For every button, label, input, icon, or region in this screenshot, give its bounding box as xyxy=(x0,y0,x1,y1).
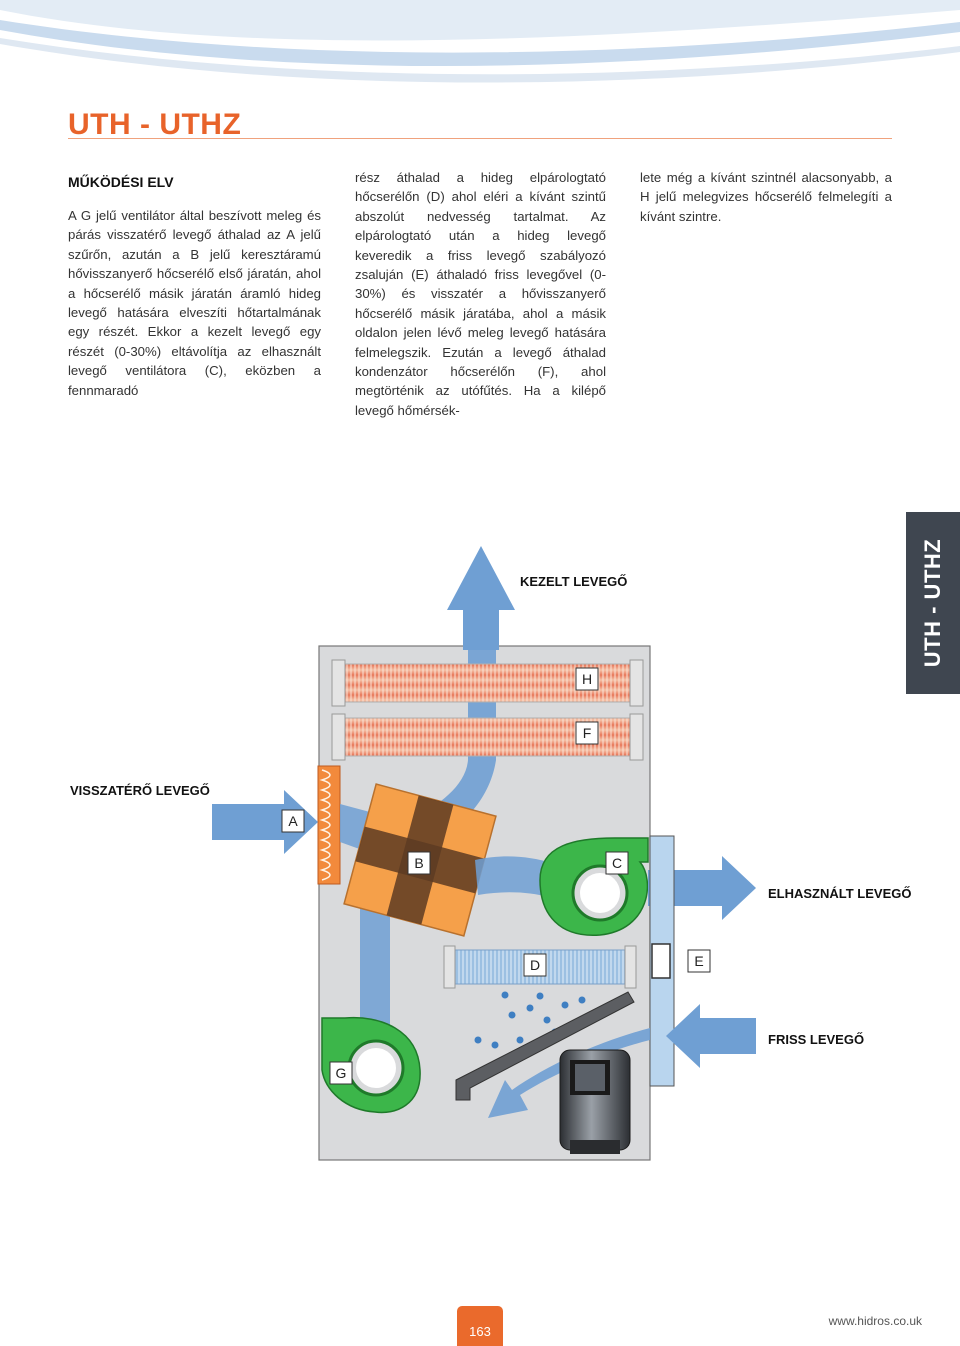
internal-flow-down xyxy=(360,890,390,1030)
label-a: A xyxy=(288,813,298,829)
body-column-1: A G jelű ventilátor által beszívott mele… xyxy=(68,206,321,400)
fresh-air-arrow xyxy=(666,1004,756,1068)
label-h: H xyxy=(582,671,592,687)
fresh-air-label: FRISS LEVEGŐ xyxy=(768,1032,864,1047)
heater-h-frame-right xyxy=(629,659,644,707)
operating-diagram: H F A B C D E G KEZELT LEVEGŐ VISSZATÉRŐ… xyxy=(70,546,911,1161)
body-text-2: rész áthalad a hideg elpárologtató hőcse… xyxy=(355,170,606,418)
header-swoosh xyxy=(0,0,960,83)
side-tab: UTH - UTHZ xyxy=(906,512,960,694)
filter-a-pleats xyxy=(319,769,331,881)
condenser-f-frame-left xyxy=(331,713,346,761)
page-number-tab: 163 xyxy=(457,1306,503,1346)
heater-h-frame-left xyxy=(331,659,346,707)
body-column-3: lete még a kívánt szintnél alacsonyabb, … xyxy=(640,168,892,226)
label-e: E xyxy=(694,953,703,969)
label-c: C xyxy=(612,855,622,871)
body-text-3: lete még a kívánt szintnél alacsonyabb, … xyxy=(640,170,892,224)
treated-air-label: KEZELT LEVEGŐ xyxy=(520,574,627,589)
compressor xyxy=(559,1049,631,1154)
page-number: 163 xyxy=(469,1324,491,1339)
section-heading: MŰKÖDÉSI ELV xyxy=(68,174,174,190)
label-b: B xyxy=(414,855,423,871)
page-title: UTH - UTHZ xyxy=(68,108,242,141)
footer-url[interactable]: www.hidros.co.uk xyxy=(828,1314,922,1328)
drip-tray xyxy=(455,991,635,1101)
title-divider xyxy=(68,138,892,139)
evaporator-d-frame-right xyxy=(624,945,637,989)
condenser-f-frame-right xyxy=(629,713,644,761)
treated-air-arrow xyxy=(447,546,515,650)
component-labels xyxy=(281,667,711,1085)
return-air-label: VISSZATÉRŐ LEVEGŐ xyxy=(70,783,210,798)
body-text-1: A G jelű ventilátor által beszívott mele… xyxy=(68,208,321,398)
damper-e xyxy=(651,943,671,979)
body-column-2: rész áthalad a hideg elpárologtató hőcse… xyxy=(355,168,606,420)
label-d: D xyxy=(530,957,540,973)
evaporator-d-frame-left xyxy=(443,945,456,989)
label-g: G xyxy=(336,1065,347,1081)
exhaust-air-arrow xyxy=(648,856,756,920)
return-air-arrow xyxy=(212,790,318,854)
exhaust-air-label: ELHASZNÁLT LEVEGŐ xyxy=(768,886,911,901)
label-f: F xyxy=(583,725,592,741)
fan-c xyxy=(539,837,649,936)
fan-g xyxy=(321,1016,421,1114)
